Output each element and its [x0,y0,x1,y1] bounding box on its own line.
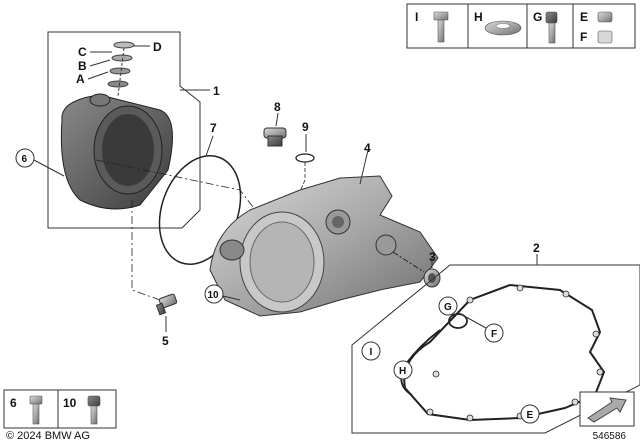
callout-e-circle [520,404,540,424]
callout-9: 9 [302,120,309,134]
callout-1: 1 [213,84,220,98]
callout-4: 4 [364,141,371,155]
callout-2: 2 [533,241,540,255]
legend-label-i: I [415,10,418,24]
gasket-label-h: H [399,366,406,377]
o-ring-9 [295,153,315,163]
socket-bolt-icon [87,395,101,425]
gasket-label-f: F [491,329,497,340]
leader-8 [275,112,279,127]
leader-a [87,71,109,80]
legend-box-bottom: 6 10 [3,389,117,429]
callout-8: 8 [274,100,281,114]
callout-6-circle [15,148,35,168]
callout-g-circle [438,296,458,316]
axis-line-lower [131,200,161,301]
washer-icon [484,20,522,36]
copyright-text: © 2024 BMW AG [6,430,90,442]
callout-3: 3 [429,250,436,264]
orientation-arrow-icon [587,397,627,423]
socket-screw-icon [545,11,558,44]
leader-7 [205,135,214,157]
legend-label-e: E [580,10,588,24]
flange-bolt-icon [29,395,43,425]
legend-label-h: H [474,10,483,24]
callout-h-circle [393,360,413,380]
stack-label-a: A [76,72,85,86]
orientation-arrow-box [579,391,635,427]
part-2-frame [351,264,640,434]
stack-label-b: B [78,59,87,73]
stack-label-c: C [78,45,87,59]
sleeve-icon [597,11,613,44]
stack-label-d: D [153,40,162,54]
bolt-5 [155,293,178,316]
leader-b [89,59,111,67]
leader-6 [33,159,65,177]
gasket [400,283,606,422]
legend-box-top: I H G E F [406,3,636,49]
callout-6: 6 [22,154,28,165]
callout-i-circle [361,341,381,361]
ring-stack [107,41,135,97]
legend-label-10: 10 [63,396,77,410]
plug-8 [263,127,287,147]
legend-label-f: F [580,30,587,44]
callout-7: 7 [210,121,217,135]
gasket-label-i: I [370,347,373,358]
engine-cover-4 [209,175,439,317]
gasket-label-g: G [444,302,452,313]
legend-label-g: G [533,10,542,24]
gasket-label-e: E [527,410,534,421]
leader-f [456,311,487,329]
callout-5: 5 [162,334,169,348]
hex-bolt-icon [433,11,449,43]
callout-f-circle [484,323,504,343]
legend-label-6: 6 [10,396,17,410]
callout-10-circle [204,284,224,304]
callout-10: 10 [208,290,220,301]
leader-4 [359,149,369,185]
diagram-id: 546586 [592,431,626,442]
leader-10 [222,295,241,301]
dash-9 [297,162,306,197]
part-1-frame [47,31,201,229]
clutch-housing [60,93,173,210]
